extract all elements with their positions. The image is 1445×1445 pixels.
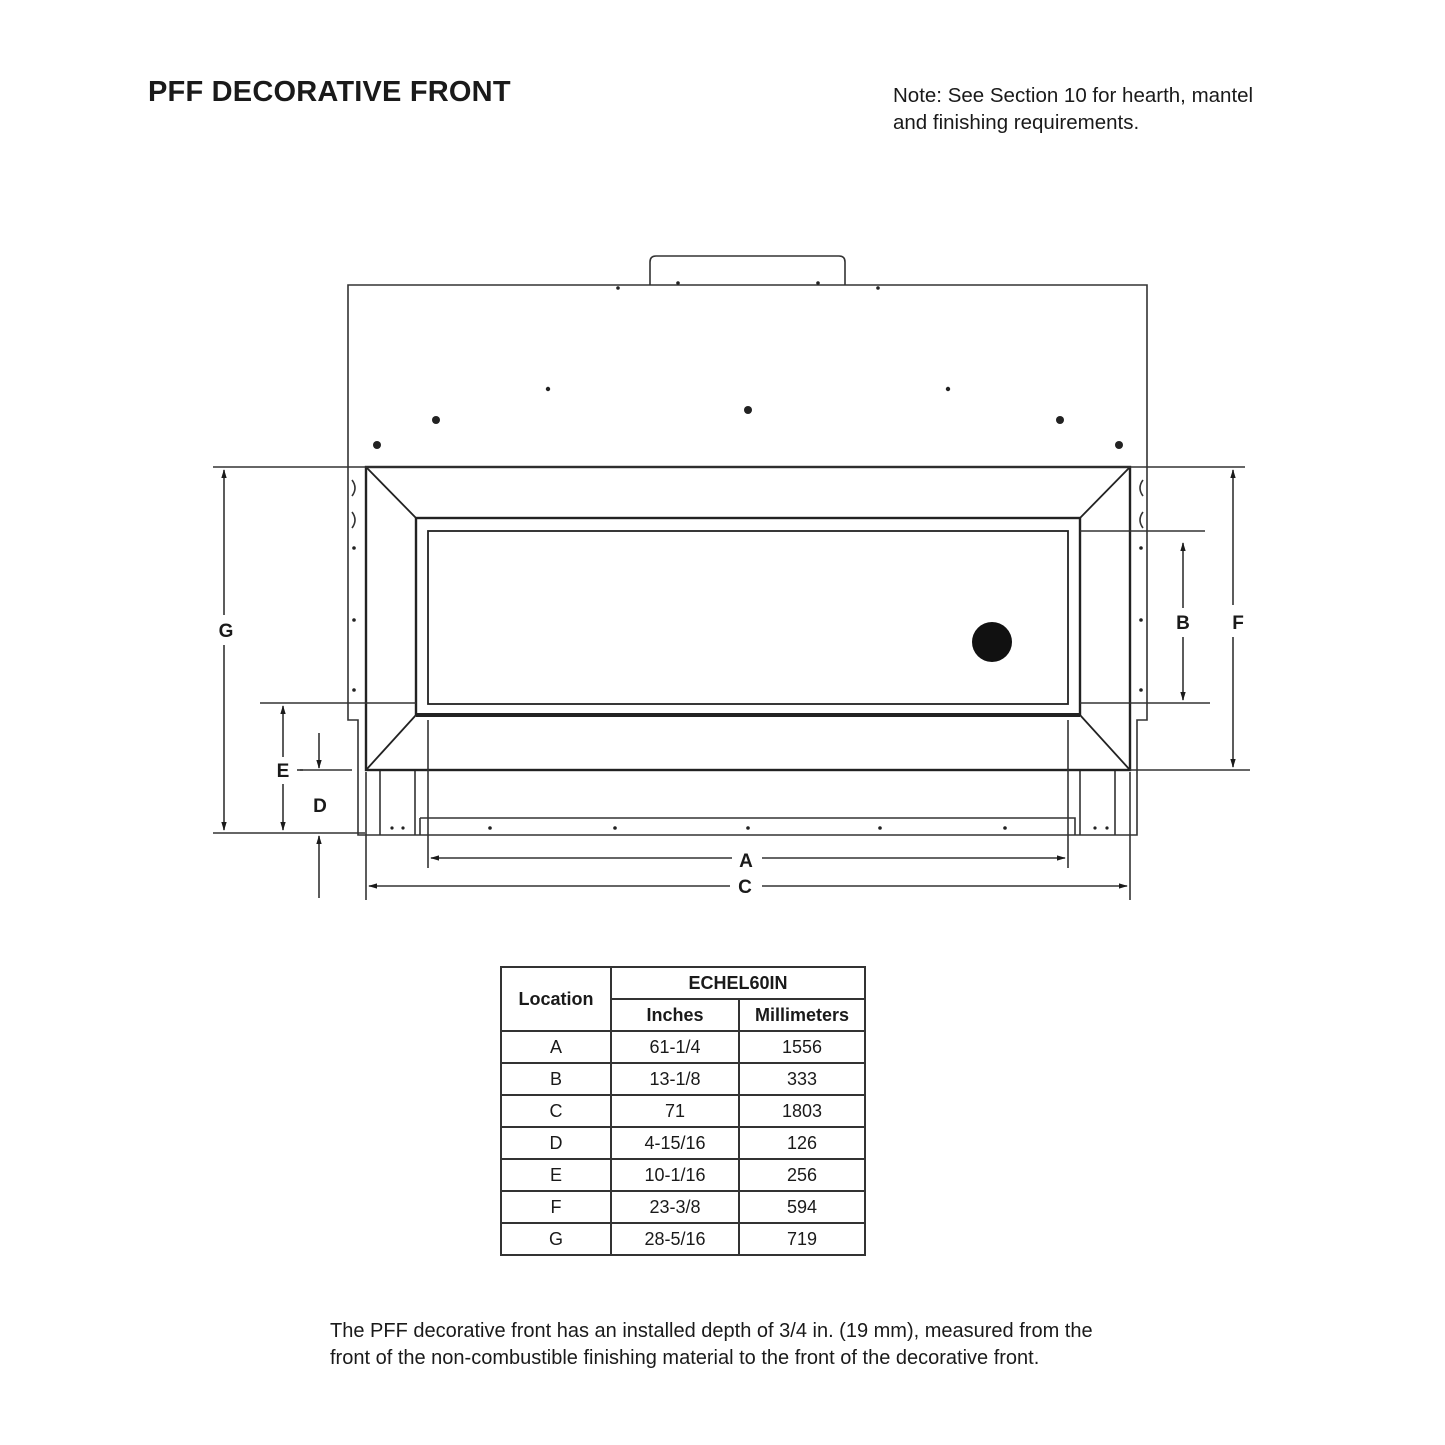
inches-cell: 4-15/16	[610, 1126, 740, 1160]
inches-cell: 10-1/16	[610, 1158, 740, 1192]
location-cell: A	[500, 1030, 612, 1064]
finishing-note: Note: See Section 10 for hearth, mantel …	[893, 82, 1253, 136]
millimeters-cell: 333	[738, 1062, 866, 1096]
dimension-label-a: A	[739, 851, 753, 872]
table-row: E 10-1/16 256	[500, 1158, 866, 1192]
inches-header: Inches	[610, 998, 740, 1032]
lower-firebox	[366, 770, 1130, 836]
inches-cell: 61-1/4	[610, 1030, 740, 1064]
location-cell: D	[500, 1126, 612, 1160]
right-side-panel	[1130, 466, 1148, 836]
inches-cell: 28-5/16	[610, 1222, 740, 1256]
footer-line-1: The PFF decorative front has an installe…	[330, 1320, 1093, 1342]
table-row: G 28-5/16 719	[500, 1222, 866, 1256]
dimension-letters: G E D B F A C	[219, 613, 1244, 898]
fireplace-front-diagram: G E D B F A C	[213, 255, 1250, 900]
millimeters-cell: 719	[738, 1222, 866, 1256]
dimension-label-e: E	[277, 761, 290, 782]
millimeters-cell: 256	[738, 1158, 866, 1192]
inches-cell: 71	[610, 1094, 740, 1128]
dimension-label-d: D	[313, 796, 327, 817]
millimeters-header: Millimeters	[738, 998, 866, 1032]
dimension-label-c: C	[738, 877, 752, 898]
firebox-outline	[347, 284, 1148, 466]
location-cell: G	[500, 1222, 612, 1256]
millimeters-cell: 1803	[738, 1094, 866, 1128]
glass-inner-edge	[427, 530, 1069, 705]
note-line-2: and finishing requirements.	[893, 111, 1140, 134]
millimeters-cell: 594	[738, 1190, 866, 1224]
top-vent-collar	[649, 255, 846, 285]
inches-cell: 23-3/8	[610, 1190, 740, 1224]
table-row: B 13-1/8 333	[500, 1062, 866, 1096]
dimension-label-b: B	[1176, 613, 1190, 634]
dimensions-table: Location ECHEL60IN Inches Millimeters A …	[500, 966, 866, 1256]
left-side-panel	[347, 466, 366, 836]
bevel-bottom-right	[1079, 714, 1131, 771]
bevel-top-right	[1079, 466, 1131, 519]
location-cell: F	[500, 1190, 612, 1224]
location-cell: C	[500, 1094, 612, 1128]
table-row: C 71 1803	[500, 1094, 866, 1128]
bevel-top-left	[365, 466, 417, 519]
table-row: A 61-1/4 1556	[500, 1030, 866, 1064]
control-knob	[972, 622, 1012, 662]
front-outer-frame	[364, 465, 1132, 772]
firebox-body	[347, 255, 1148, 836]
millimeters-cell: 1556	[738, 1030, 866, 1064]
location-cell: B	[500, 1062, 612, 1096]
inches-cell: 13-1/8	[610, 1062, 740, 1096]
model-header: ECHEL60IN	[610, 966, 866, 1000]
location-cell: E	[500, 1158, 612, 1192]
mounting-holes	[352, 281, 1143, 830]
note-line-1: Note: See Section 10 for hearth, mantel	[893, 84, 1254, 107]
dimension-label-g: G	[219, 621, 234, 642]
dimension-label-f: F	[1232, 613, 1244, 634]
location-header: Location	[500, 966, 612, 1032]
dimension-lines	[213, 466, 1250, 900]
table-row: F 23-3/8 594	[500, 1190, 866, 1224]
bevel-bottom-left	[365, 714, 417, 771]
viewing-window	[414, 516, 1082, 717]
footer-line-2: front of the non-combustible finishing m…	[330, 1347, 1040, 1369]
decorative-front	[364, 465, 1132, 772]
page-title: PFF DECORATIVE FRONT	[148, 76, 511, 108]
installed-depth-note: The PFF decorative front has an installe…	[330, 1318, 1093, 1372]
millimeters-cell: 126	[738, 1126, 866, 1160]
table-row: D 4-15/16 126	[500, 1126, 866, 1160]
